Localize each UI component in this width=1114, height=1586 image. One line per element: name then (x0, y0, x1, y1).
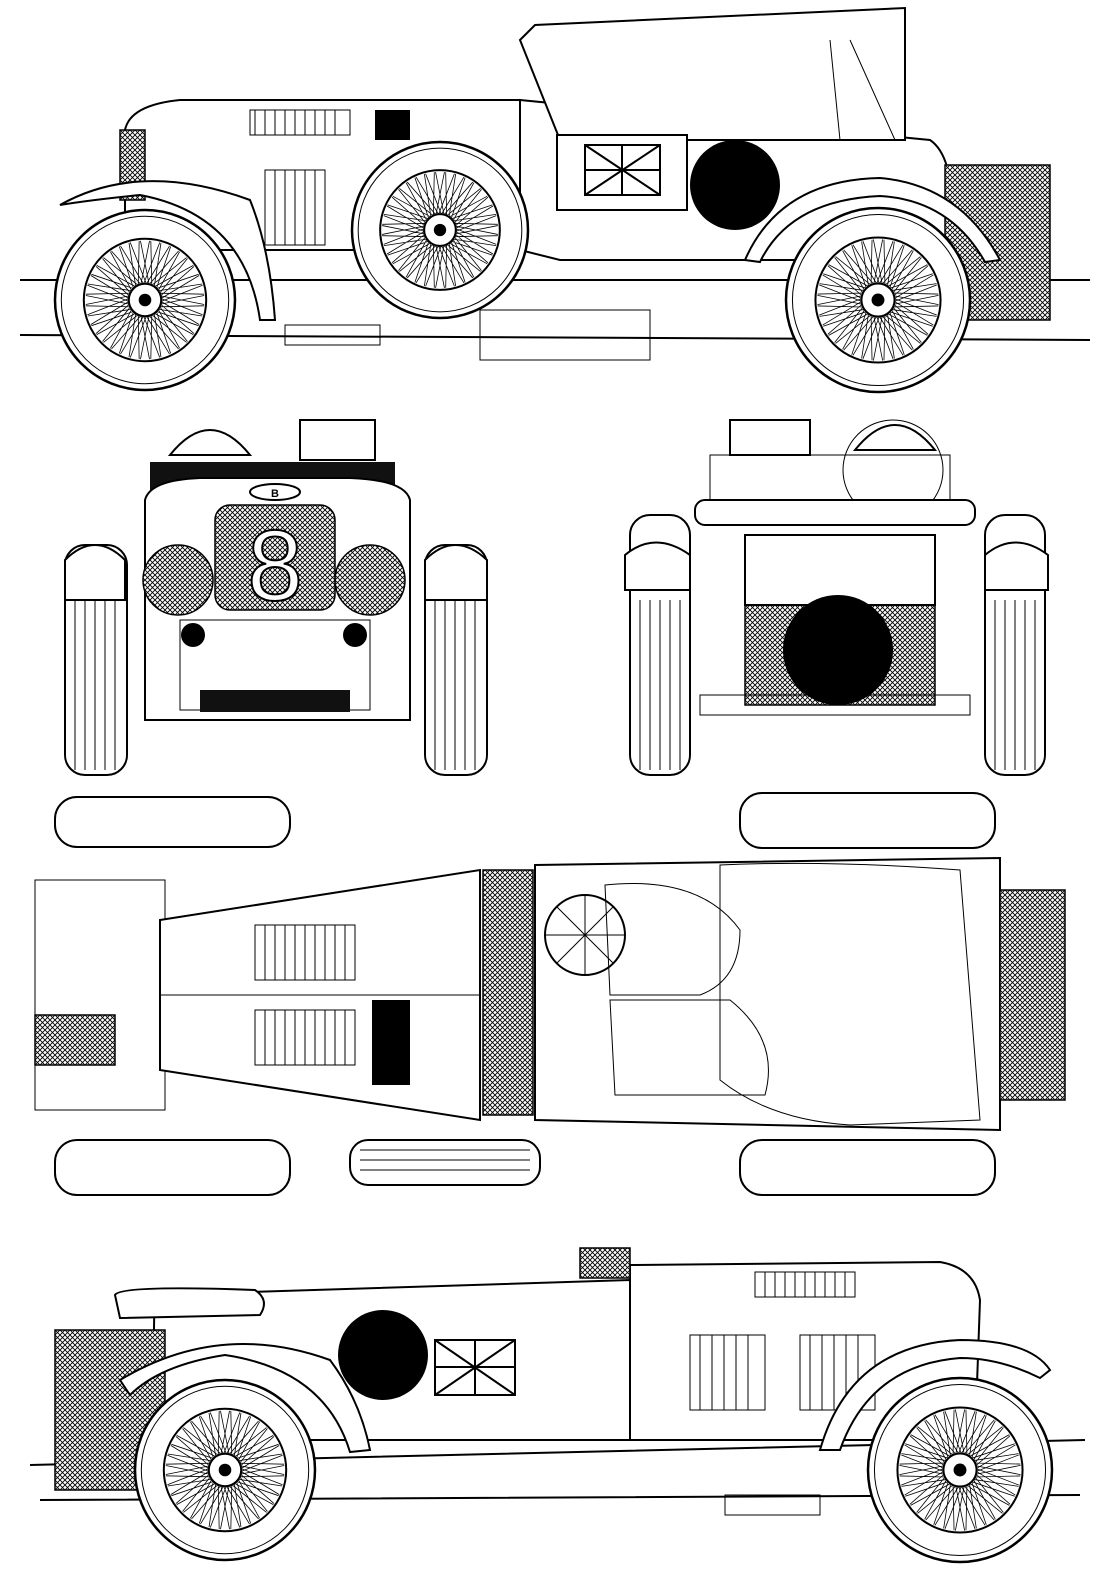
spokes (382, 172, 498, 288)
wire-wheel (133, 1378, 317, 1562)
aero-screen-rear (852, 424, 938, 451)
windscreen (299, 419, 376, 461)
rear-roundel (783, 595, 893, 705)
rear-axle (699, 694, 971, 716)
side-view-right (29, 1247, 1086, 1564)
wire-wheel (866, 1376, 1054, 1564)
rim (814, 236, 942, 364)
rim (379, 169, 501, 291)
wire-wheel (350, 140, 530, 320)
race-number: 8 (247, 510, 303, 622)
tyre-top-rr (739, 1139, 996, 1196)
radiator-grille (214, 504, 336, 611)
rim (162, 1407, 288, 1533)
race-roundel-lower (338, 1310, 428, 1400)
aero-screen-side (579, 1247, 631, 1279)
hub-spinner (138, 293, 152, 307)
side-view-left (19, 6, 1091, 394)
aero-screen (167, 429, 253, 456)
front-view: 8 B (64, 419, 488, 776)
hub-spinner (218, 1463, 232, 1477)
tonneau-cover (719, 862, 981, 1126)
tyre-sidewall (357, 147, 523, 313)
wire-wheel (784, 206, 972, 394)
tonneau-roll (694, 499, 976, 526)
running-board (284, 324, 381, 346)
hub-spinner (433, 223, 447, 237)
headlamp-left (142, 544, 214, 616)
running-board-lower (724, 1494, 821, 1516)
front-axle-top (34, 879, 166, 1111)
rim (82, 237, 208, 363)
spokes (165, 1410, 285, 1530)
spokes (85, 240, 205, 360)
front-fender (59, 180, 277, 321)
tyre-top-fl (54, 796, 291, 848)
tyre-sidewall (791, 213, 965, 387)
race-roundel (690, 140, 780, 230)
rear-windscreen (729, 419, 811, 456)
badge-letter: B (271, 488, 279, 500)
rear-wings (624, 541, 1049, 591)
headlamp-right (334, 544, 406, 616)
rear-view (624, 419, 1049, 776)
tyre-sidewall (140, 1385, 310, 1555)
folded-hood (113, 1287, 265, 1320)
spare-tyre-top (349, 1139, 541, 1186)
tyre-sidewall (60, 215, 230, 385)
rim (896, 1406, 1024, 1534)
hood-vent (375, 110, 410, 140)
louvre-panel-l (689, 1334, 766, 1411)
front-wings (64, 544, 488, 601)
rear-fender (743, 176, 1002, 264)
hub-spinner (953, 1463, 967, 1477)
tyre-top-fr (54, 1139, 291, 1196)
tyre-top-rl (739, 792, 996, 849)
front-fender-lower (818, 1338, 1052, 1451)
wire-wheel (53, 208, 237, 392)
hub-spinner (871, 293, 885, 307)
rear-fender-lower (118, 1343, 372, 1454)
dashboard (709, 454, 951, 501)
exhaust-box (479, 309, 651, 361)
cockpit-top (534, 856, 1001, 1132)
radiator-top (34, 1014, 116, 1066)
scuttle-mesh (482, 869, 534, 1116)
bonnet-vent-top (372, 1000, 410, 1085)
front-axle (200, 690, 350, 712)
top-view (34, 792, 1066, 1196)
hood-canopy (518, 6, 906, 141)
bentley-badge (249, 483, 301, 501)
tyre-sidewall (873, 1383, 1047, 1557)
spokes (899, 1409, 1021, 1531)
fuel-tank-top (999, 889, 1066, 1101)
seats-top (604, 882, 769, 1096)
spokes (817, 239, 939, 361)
